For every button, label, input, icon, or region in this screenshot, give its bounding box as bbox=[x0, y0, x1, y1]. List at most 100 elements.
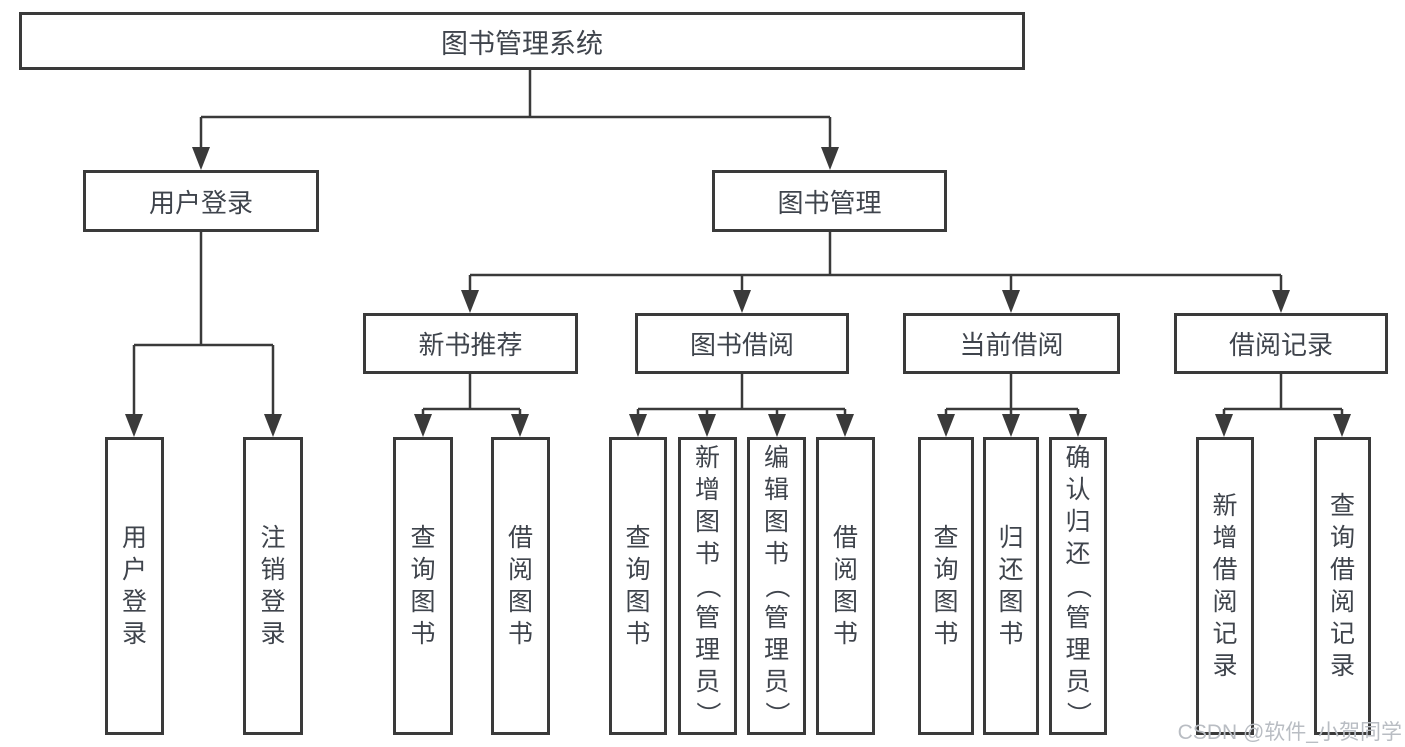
leaf-logout: 注销登录 bbox=[243, 437, 303, 735]
node-current-borrowing: 当前借阅 bbox=[903, 313, 1120, 374]
leaf-query-books-current: 查询图书 bbox=[918, 437, 974, 735]
node-book-management: 图书管理 bbox=[712, 170, 947, 232]
vertical-paren: （ bbox=[1064, 573, 1092, 599]
node-library-system-label: 图书管理系统 bbox=[441, 28, 603, 59]
csdn-watermark: CSDN @软件_小贺同学 bbox=[1177, 721, 1402, 744]
vertical-char: 记 bbox=[1329, 620, 1355, 648]
vertical-char: 书 bbox=[763, 540, 789, 568]
vertical-char: 归 bbox=[998, 524, 1024, 552]
vertical-char: 阅 bbox=[507, 556, 533, 584]
leaf-borrow-books: 借阅图书 bbox=[816, 437, 875, 735]
vertical-char: 用 bbox=[121, 524, 147, 552]
vertical-char: 编 bbox=[763, 444, 789, 472]
node-library-system: 图书管理系统 bbox=[19, 12, 1025, 70]
vertical-char: 辑 bbox=[763, 476, 789, 504]
vertical-char: 询 bbox=[625, 556, 651, 584]
vertical-paren: （ bbox=[762, 573, 791, 599]
vertical-char: 录 bbox=[260, 620, 286, 648]
vertical-char: 书 bbox=[507, 620, 533, 648]
vertical-char: 录 bbox=[1212, 652, 1238, 680]
leaf-return-book: 归还图书 bbox=[983, 437, 1039, 735]
branch-book-management bbox=[461, 232, 1290, 313]
leaf-query-books-recommend: 查询图书 bbox=[393, 437, 453, 735]
vertical-char: 图 bbox=[625, 588, 651, 616]
vertical-char: 理 bbox=[694, 636, 720, 664]
vertical-char: 管 bbox=[763, 604, 789, 632]
vertical-char: 记 bbox=[1212, 620, 1238, 648]
branch-new-book-recommend bbox=[414, 374, 529, 437]
node-new-book-recommend-label: 新书推荐 bbox=[418, 330, 523, 360]
branch-user-login bbox=[125, 232, 282, 437]
node-book-management-label: 图书管理 bbox=[777, 187, 882, 218]
vertical-char: 图 bbox=[410, 588, 436, 616]
leaf-query-borrow-record: 查询借阅记录 bbox=[1314, 437, 1371, 735]
vertical-char: 借 bbox=[507, 524, 533, 552]
leaf-add-borrow-record: 新增借阅记录 bbox=[1196, 437, 1254, 735]
vertical-char: 阅 bbox=[1329, 588, 1355, 616]
leaf-user-login: 用户登录 bbox=[105, 437, 164, 735]
vertical-char: 管 bbox=[1065, 604, 1091, 632]
vertical-char: 新 bbox=[1212, 492, 1238, 520]
vertical-char: 图 bbox=[507, 588, 533, 616]
vertical-char: 录 bbox=[1329, 652, 1355, 680]
vertical-char: 图 bbox=[832, 588, 858, 616]
leaf-add-book-admin: 新增图书（管理员） bbox=[678, 437, 737, 735]
vertical-char: 员 bbox=[763, 668, 789, 696]
vertical-char: 查 bbox=[625, 524, 651, 552]
vertical-char: 书 bbox=[832, 620, 858, 648]
vertical-char: 借 bbox=[1212, 556, 1238, 584]
vertical-char: 员 bbox=[694, 668, 720, 696]
vertical-char: 新 bbox=[694, 444, 720, 472]
vertical-char: 图 bbox=[933, 588, 959, 616]
vertical-char: 查 bbox=[933, 524, 959, 552]
vertical-char: 登 bbox=[260, 588, 286, 616]
node-user-login-label: 用户登录 bbox=[148, 187, 253, 218]
branch-root bbox=[192, 70, 839, 170]
vertical-char: 询 bbox=[933, 556, 959, 584]
branch-current-borrowing bbox=[937, 374, 1087, 437]
node-user-login: 用户登录 bbox=[83, 170, 319, 232]
vertical-char: 图 bbox=[763, 508, 789, 536]
node-current-borrowing-label: 当前借阅 bbox=[959, 330, 1064, 360]
node-borrow-records: 借阅记录 bbox=[1174, 313, 1388, 374]
node-new-book-recommend: 新书推荐 bbox=[363, 313, 578, 374]
vertical-char: 图 bbox=[998, 588, 1024, 616]
node-book-borrowing-label: 图书借阅 bbox=[689, 330, 794, 360]
vertical-char: 询 bbox=[1329, 524, 1355, 552]
vertical-char: 注 bbox=[260, 524, 286, 552]
vertical-char: 户 bbox=[121, 556, 147, 584]
vertical-char: 查 bbox=[1329, 492, 1355, 520]
branch-book-borrowing bbox=[629, 374, 854, 437]
vertical-paren: ） bbox=[1064, 701, 1092, 727]
vertical-char: 还 bbox=[1065, 540, 1091, 568]
vertical-char: 增 bbox=[694, 476, 720, 504]
vertical-char: 借 bbox=[832, 524, 858, 552]
vertical-char: 书 bbox=[410, 620, 436, 648]
vertical-char: 借 bbox=[1329, 556, 1355, 584]
vertical-char: 书 bbox=[998, 620, 1024, 648]
vertical-char: 归 bbox=[1065, 508, 1091, 536]
leaf-borrow-books-recommend: 借阅图书 bbox=[491, 437, 550, 735]
vertical-char: 理 bbox=[763, 636, 789, 664]
vertical-char: 还 bbox=[998, 556, 1024, 584]
vertical-char: 书 bbox=[694, 540, 720, 568]
vertical-char: 录 bbox=[121, 620, 147, 648]
vertical-char: 书 bbox=[625, 620, 651, 648]
branch-borrow-records bbox=[1215, 374, 1351, 437]
node-book-borrowing: 图书借阅 bbox=[635, 313, 849, 374]
vertical-char: 确 bbox=[1065, 444, 1091, 472]
vertical-char: 销 bbox=[260, 556, 286, 584]
vertical-char: 员 bbox=[1065, 668, 1091, 696]
vertical-char: 查 bbox=[410, 524, 436, 552]
leaf-confirm-return-admin: 确认归还（管理员） bbox=[1049, 437, 1107, 735]
vertical-char: 登 bbox=[121, 588, 147, 616]
leaf-edit-book-admin: 编辑图书 （ 管理员 ） bbox=[747, 437, 806, 735]
vertical-char: 图 bbox=[694, 508, 720, 536]
vertical-char: 增 bbox=[1212, 524, 1238, 552]
vertical-paren: （ bbox=[693, 573, 722, 599]
vertical-paren: ） bbox=[762, 701, 791, 727]
vertical-char: 询 bbox=[410, 556, 436, 584]
vertical-char: 书 bbox=[933, 620, 959, 648]
